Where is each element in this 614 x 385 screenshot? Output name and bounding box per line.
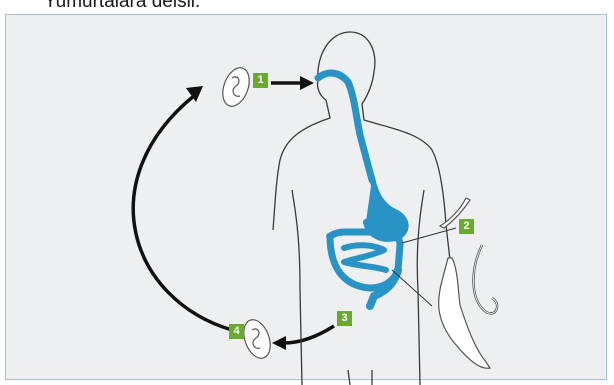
step-badge-3: 3: [337, 311, 352, 326]
egg-illustration-bottom: [239, 316, 275, 362]
step-badge-1: 1: [253, 73, 268, 88]
cycle-arrow: [133, 95, 232, 330]
step-badge-4: 4: [229, 324, 244, 339]
excretion-arrow: [284, 326, 334, 343]
step-badge-2: 2: [459, 219, 474, 234]
pointer-line-large-intestine: [392, 270, 432, 306]
adult-worms-illustration: [439, 245, 497, 368]
human-body-outline: [273, 32, 450, 385]
egg-illustration-top: [218, 64, 254, 110]
excretion-arrowhead: [272, 336, 286, 350]
ingestion-arrowhead: [300, 76, 314, 90]
